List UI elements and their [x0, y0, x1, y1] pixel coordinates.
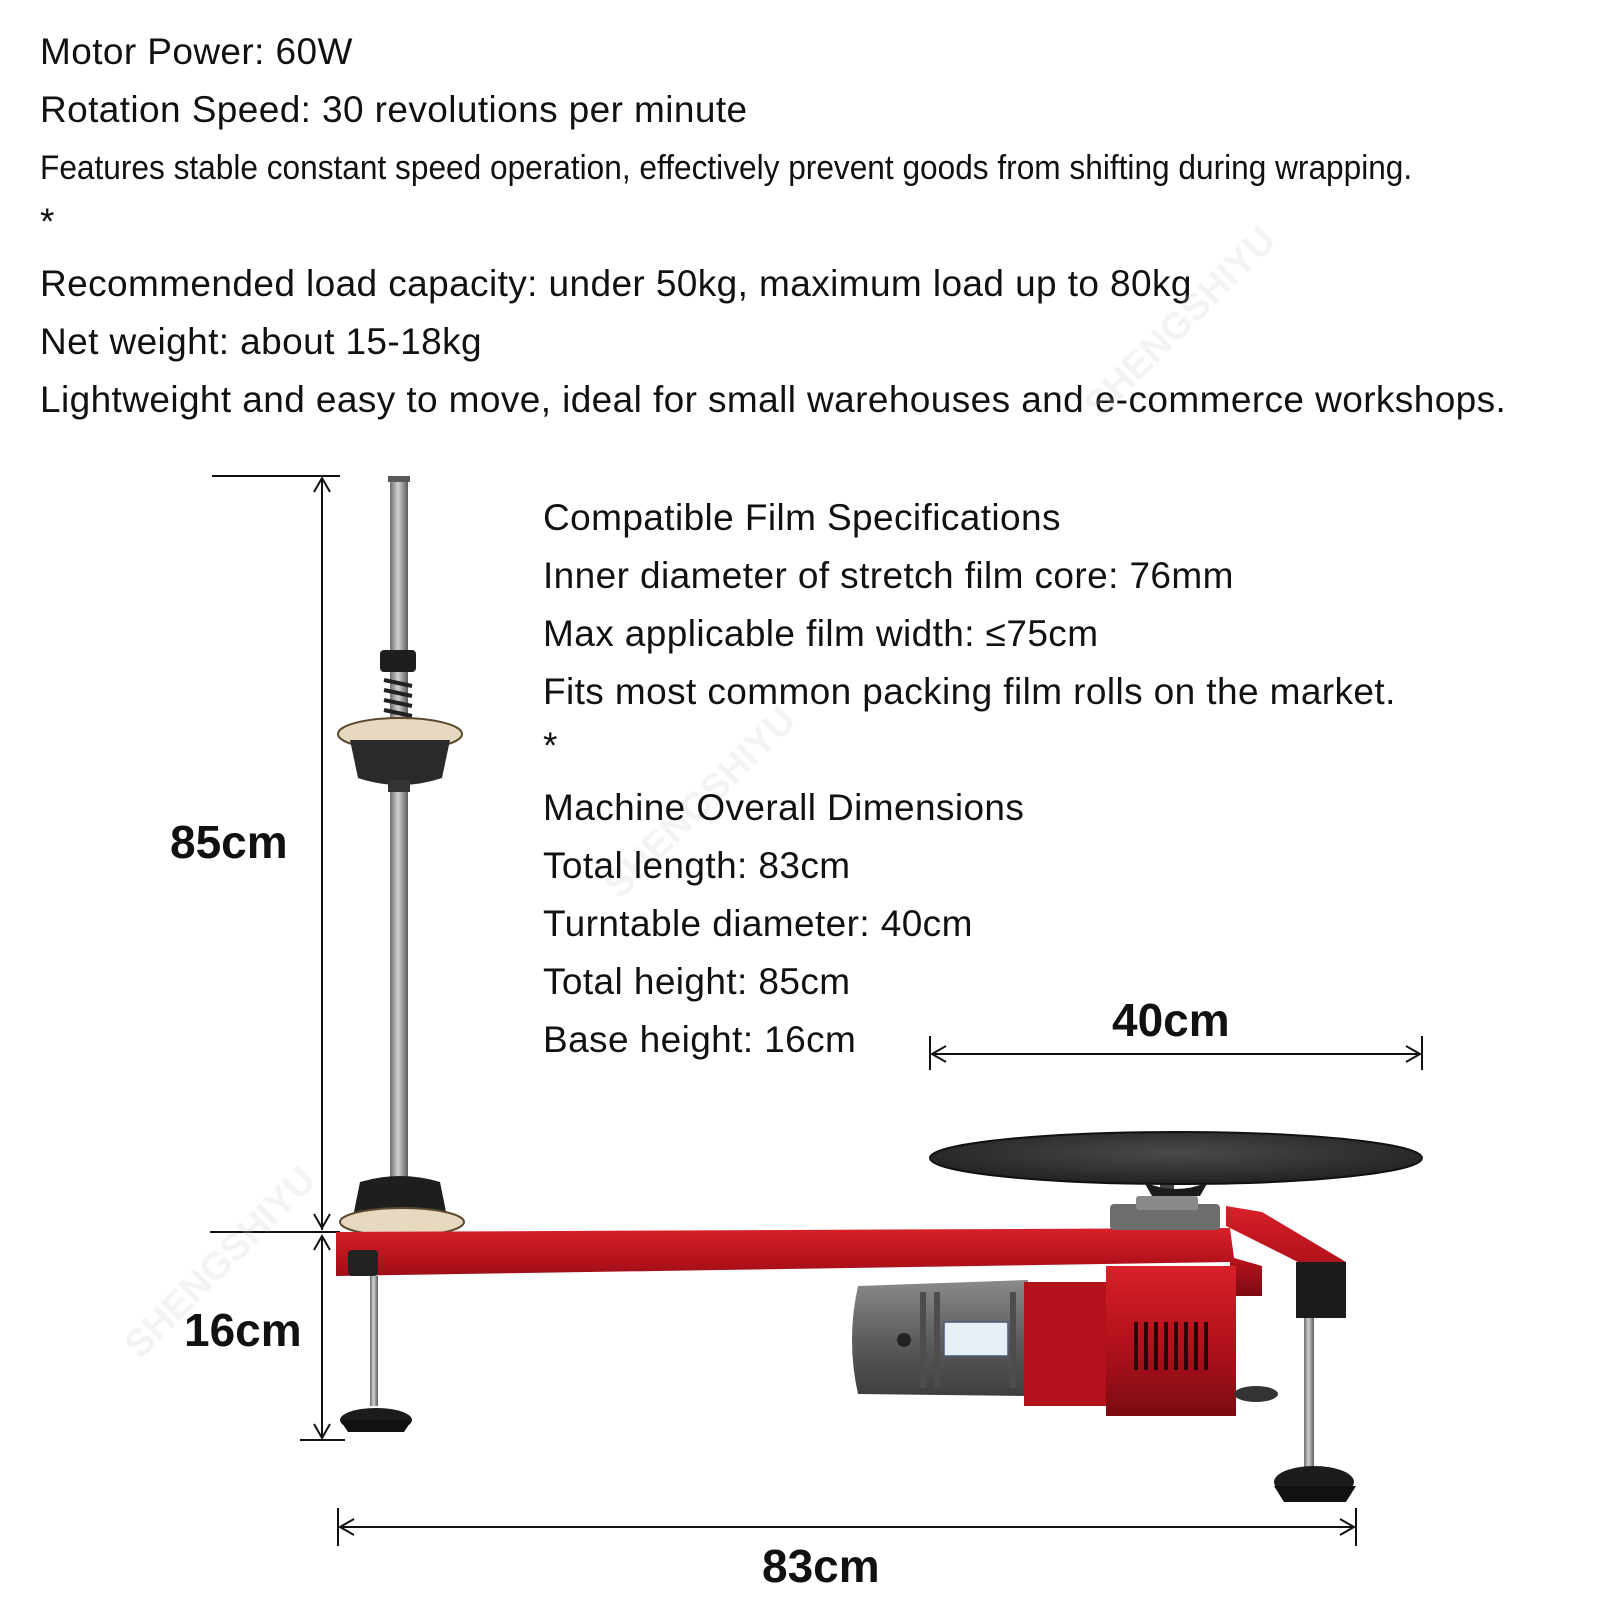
load-capacity-text: Recommended load capacity: under 50kg, m… [40, 263, 1192, 304]
length-dimension-line [337, 1508, 1357, 1546]
spec-separator-asterisk: * [543, 725, 558, 766]
total-height-text: Total height: 85cm [543, 961, 851, 1002]
base-height-dimension-line [300, 1233, 345, 1441]
net-weight-text: Net weight: about 15-18kg [40, 321, 482, 362]
total-length-text: Total length: 83cm [543, 845, 851, 886]
tension-spring [380, 650, 416, 718]
turntable [929, 1131, 1423, 1196]
rotation-speed-text: Rotation Speed: 30 revolutions per minut… [40, 89, 748, 130]
diameter-dimension-label: 40cm [1112, 994, 1230, 1046]
motor-label-plate [943, 1321, 1009, 1357]
height-dimension-label: 85cm [170, 816, 288, 868]
left-leveling-foot [340, 1250, 412, 1432]
length-dimension-label: 83cm [762, 1540, 880, 1592]
lower-film-holder [339, 1176, 465, 1237]
diameter-dimension-line [929, 1036, 1423, 1070]
stable-speed-text: Features stable constant speed operation… [40, 149, 1413, 187]
film-compatibility-text: Fits most common packing film rolls on t… [543, 671, 1396, 712]
separator-asterisk: * [40, 201, 55, 242]
upper-film-holder [337, 717, 463, 792]
dimensions-title: Machine Overall Dimensions [543, 787, 1025, 828]
turntable-diameter-text: Turntable diameter: 40cm [543, 903, 973, 944]
base-height-dimension-label: 16cm [184, 1304, 302, 1356]
height-dimension-line [210, 475, 340, 1233]
motor [852, 1266, 1278, 1416]
pole [390, 476, 408, 1186]
base-height-text: Base height: 16cm [543, 1019, 857, 1060]
film-core-diameter-text: Inner diameter of stretch film core: 76m… [543, 555, 1234, 596]
film-spec-title: Compatible Film Specifications [543, 497, 1061, 538]
right-leveling-foot [1274, 1318, 1356, 1502]
watermark-text-1: SHENGSHIYU [1077, 219, 1284, 426]
lightweight-text: Lightweight and easy to move, ideal for … [40, 379, 1507, 420]
motor-power-text: Motor Power: 60W [40, 31, 353, 72]
film-width-text: Max applicable film width: ≤75cm [543, 613, 1099, 654]
base-frame [336, 1206, 1346, 1318]
